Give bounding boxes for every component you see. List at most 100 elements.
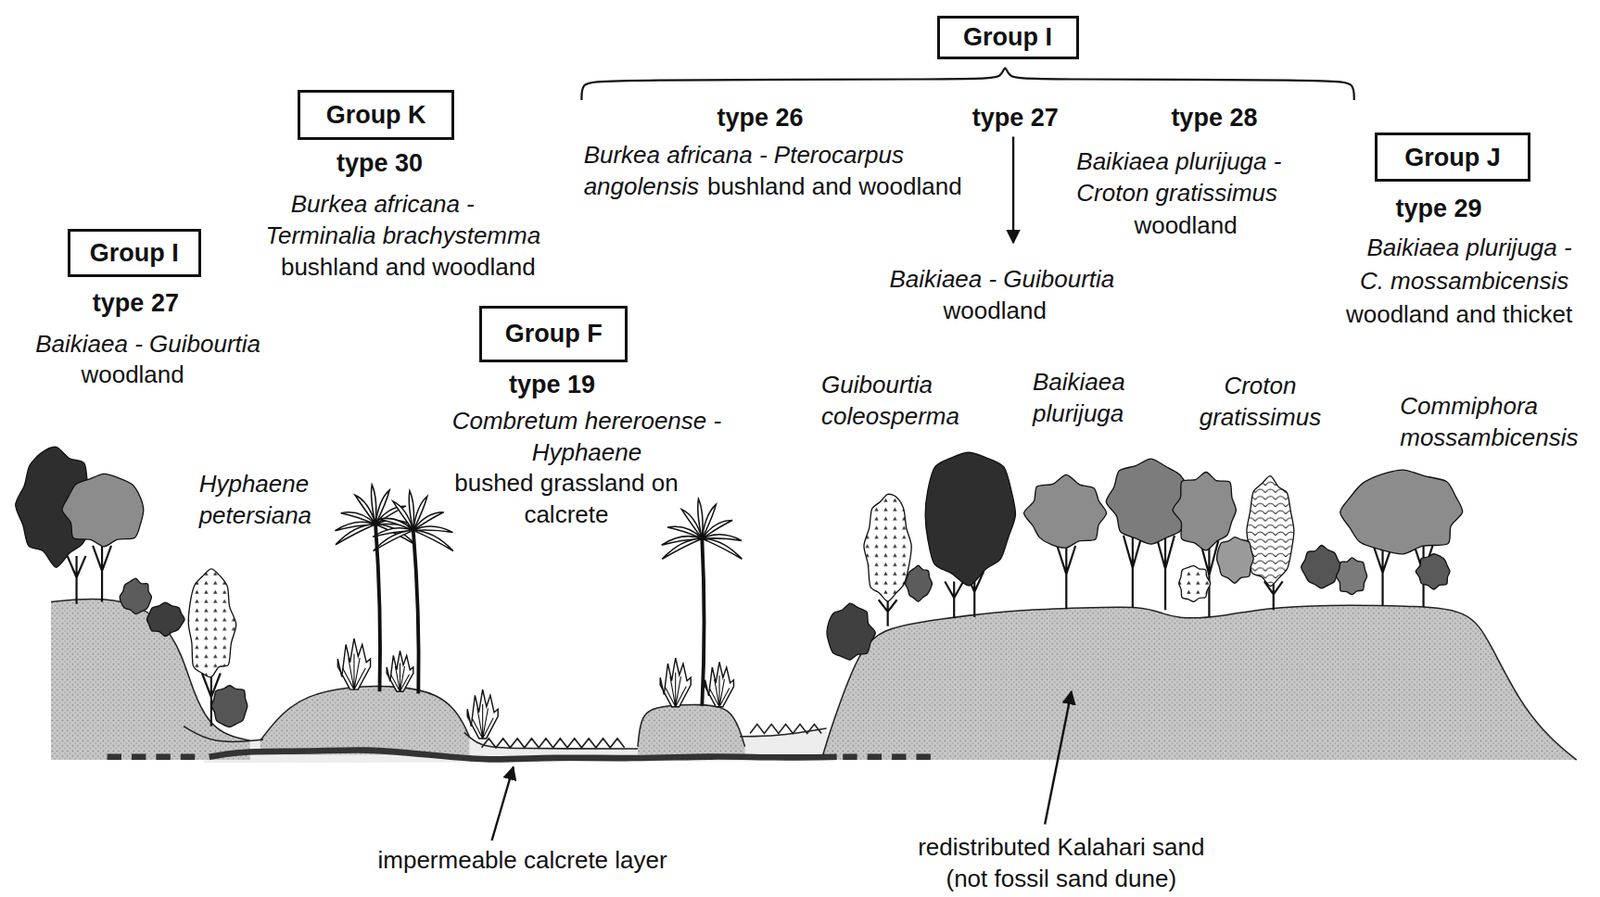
sand-mound [821,605,1577,761]
tree-crown [188,569,236,678]
grass [482,738,625,749]
label-text: type 26 [717,101,804,134]
palm-frond [698,498,703,539]
palm-frond [701,538,742,559]
label-text: C. mossambicensis [1359,265,1569,297]
ground-surface [637,705,746,748]
label-text: bushland and woodland [707,170,963,203]
label-text: impermeable calcrete layer [378,844,668,877]
palm-frond [371,484,377,525]
tree-trunk [1264,581,1283,610]
grass [749,724,822,735]
sand-mound [637,705,746,756]
label-text: Burkea africana - [291,188,475,220]
group-label: Group J [1404,142,1501,173]
tree-crown [211,685,247,728]
label-text: Baikiaea - Guibourtia [35,328,261,360]
palm-frond [373,530,414,551]
leader-arrow [492,767,514,841]
label-text: Hyphaene petersiana [199,468,312,532]
tree-crown [1415,554,1450,590]
ground-surface [821,605,1577,761]
tree-trunk [878,599,898,627]
fan-shrub [705,661,735,707]
label-text: woodland [80,358,184,391]
group-bracket [581,67,1354,100]
tree-trunk [944,581,964,619]
transect-drawing [15,67,1577,841]
group-box: Group I [67,228,202,279]
tree-trunk [1373,546,1393,607]
group-box: Group J [1374,132,1531,182]
fan-shrub [337,638,370,690]
leader-arrow [1044,691,1072,825]
label-text: redistributed Kalahari sand (not fossil … [908,831,1215,895]
fan-shrub-veins [709,675,730,708]
label-text: type 27 [972,101,1059,134]
group-label: Group F [505,318,603,349]
label-text: woodland and thicket [1346,298,1573,331]
label-text: bushed grassland on calcrete [436,467,697,531]
group-label: Group K [326,100,427,130]
label-text: type 29 [1396,192,1483,225]
tree-crown [146,602,185,637]
label-text: Croton gratissimus [1199,369,1321,433]
fan-shrub-veins [471,704,494,739]
ground-surface [464,732,638,750]
fan-shrub-veins [664,673,686,708]
tree-crown [1024,474,1107,548]
tree-crown [863,494,912,602]
fan-shrub-veins [342,654,367,691]
fan-shrub [386,650,414,692]
leader-arrow [1012,137,1015,243]
fan-shrub [660,658,691,708]
label-text: bushland and woodland [280,251,536,283]
group-box: Group F [479,305,628,363]
tree-crown [1301,545,1343,588]
label-text: woodland [1133,209,1237,242]
palm-frond [413,530,454,551]
calcrete-layer-dashed [842,753,941,761]
tree-crown [1179,566,1211,603]
label-text: Commiphora mossambicensis [1399,390,1578,454]
label-text: Baikiaea - Guibourtia [889,263,1116,295]
tree-crown [925,452,1016,586]
group-label: Group I [89,238,179,268]
tree-crown [119,578,152,614]
group-box: Group K [297,89,454,140]
tree-crown [1246,476,1295,587]
calcrete-layer [209,749,838,760]
label-text: type 27 [92,287,179,319]
tree-crown [905,565,933,602]
label-text: Combretum hereroense - Hyphaene [438,405,736,469]
group-label: Group I [963,22,1053,52]
tree-crown [1340,469,1463,555]
palm-frond [408,491,414,532]
palm-trunk [413,530,420,694]
label-text: Guibourtia coleosperma [821,368,960,432]
label-text: type 30 [336,147,423,179]
palm-frond [661,538,702,559]
label-text: type 28 [1170,101,1258,134]
fan-shrub-veins [390,662,409,692]
group-box: Group I [937,15,1080,60]
label-text: Baikiaea plurijuga [1032,366,1126,430]
tree-trunk [67,556,87,605]
palm-frond [335,524,376,546]
label-text: type 19 [508,368,596,401]
label-text: Baikiaea plurijuga - Croton gratissimus [1076,145,1313,209]
tree-crown [62,473,144,547]
calcrete-layer-dashed [107,753,205,761]
ground-surface [260,686,470,742]
label-text: Baikiaea plurijuga - [1367,231,1573,264]
tree-trunk [1155,535,1175,610]
palm-trunk [701,538,704,707]
tree-crown [1217,537,1255,585]
ground-surface [183,726,264,743]
tree-crown [1172,471,1236,550]
tree-crown [826,603,876,661]
tree-trunk [1056,546,1076,610]
label-text: Terminalia brachystemma [265,219,541,252]
